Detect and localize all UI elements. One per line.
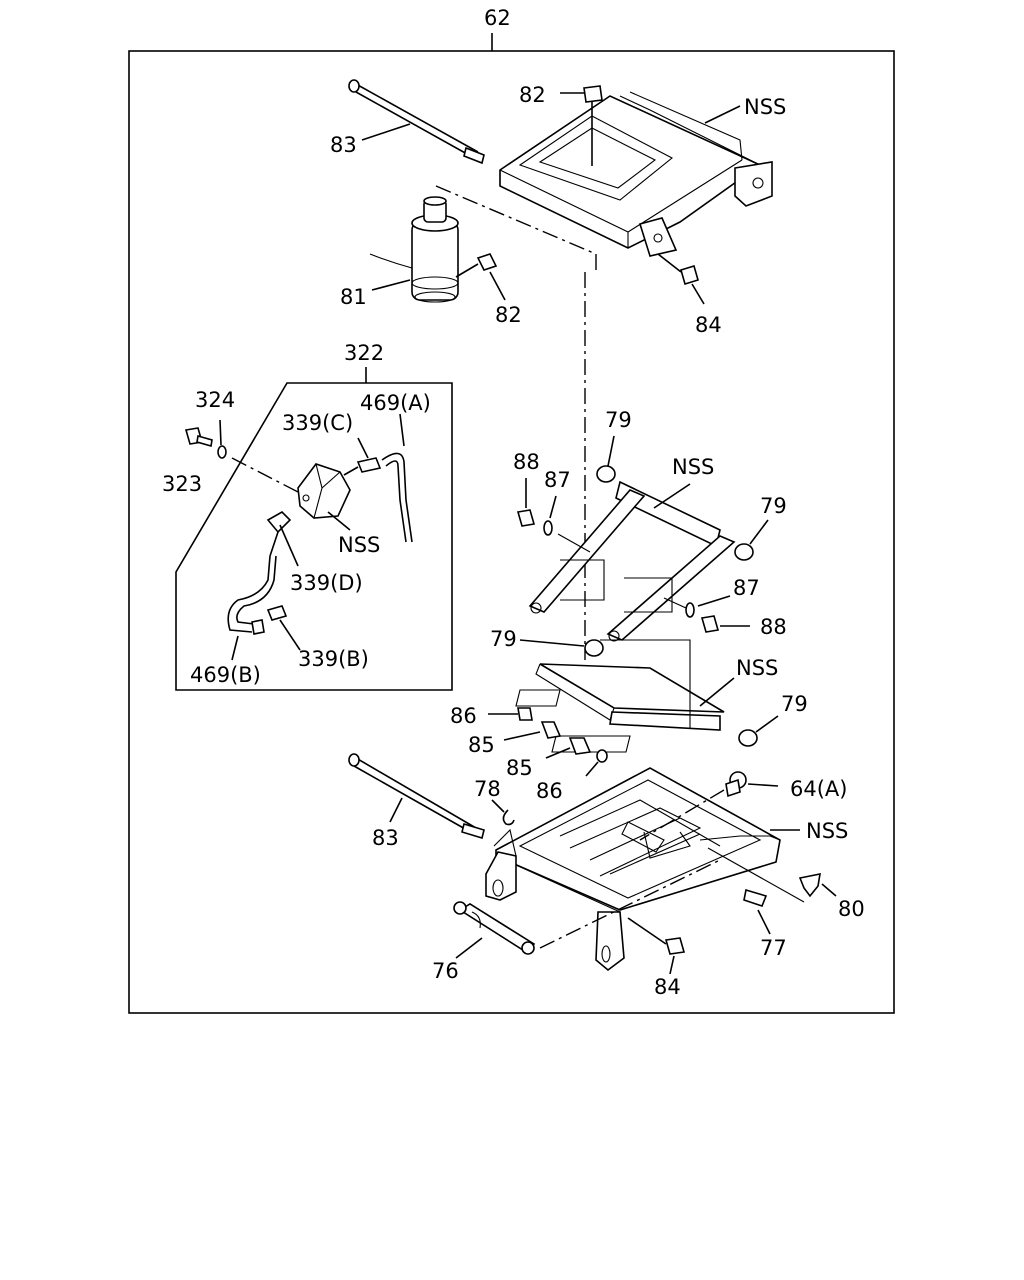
bolt-85-b — [568, 737, 592, 755]
part-79-c-label: 79 — [490, 627, 517, 651]
part-64a-label: 64(A) — [790, 777, 847, 801]
bushing-86-b — [596, 749, 608, 763]
washer-87-a — [543, 520, 553, 536]
part-88-a-label: 88 — [513, 450, 540, 474]
part-79-a-label: 79 — [605, 408, 632, 432]
hose-469a — [381, 452, 413, 543]
scissor-linkage — [515, 465, 758, 753]
part-469b-label: 469(B) — [190, 663, 261, 687]
knob-80 — [798, 872, 821, 898]
part-79-d-label: 79 — [781, 692, 808, 716]
part-339d-label: 339(D) — [290, 571, 363, 595]
subassembly-322-frame — [175, 382, 453, 691]
part-339b-label: 339(B) — [298, 647, 369, 671]
part-87-b-label: 87 — [733, 576, 760, 600]
bolt-85-a — [540, 721, 562, 739]
part-81-label: 81 — [340, 285, 367, 309]
part-86-b-label: 86 — [536, 779, 563, 803]
nss-valve-label: NSS — [338, 533, 380, 557]
control-valve — [297, 463, 351, 519]
clip-78 — [502, 809, 515, 826]
damper-76 — [453, 901, 536, 955]
part-323-label: 323 — [162, 472, 202, 496]
part-82-top-label: 82 — [519, 83, 546, 107]
hose-469b — [227, 555, 277, 635]
part-76-label: 76 — [432, 959, 459, 983]
part-83-top-label: 83 — [330, 133, 357, 157]
part-87-a-label: 87 — [544, 468, 571, 492]
subassembly-322-label: 322 — [344, 341, 384, 365]
part-83-bottom-label: 83 — [372, 826, 399, 850]
nut-82-top — [560, 85, 603, 103]
part-84-bottom-label: 84 — [654, 975, 681, 999]
assembly-frame — [128, 50, 895, 1014]
part-79-b-label: 79 — [760, 494, 787, 518]
nss-lower-link-label: NSS — [736, 656, 778, 680]
part-324-label: 324 — [195, 388, 235, 412]
fitting-339b — [266, 605, 288, 621]
part-86-a-label: 86 — [450, 704, 477, 728]
part-78-label: 78 — [474, 777, 501, 801]
washer-324 — [217, 445, 227, 459]
bolt-64a — [725, 771, 747, 798]
fitting-339c — [356, 457, 382, 473]
nss-base-label: NSS — [806, 819, 848, 843]
nut-88-a — [516, 509, 536, 527]
rod-83-top — [348, 79, 485, 165]
nss-scissor-label: NSS — [672, 455, 714, 479]
part-77-label: 77 — [760, 936, 787, 960]
rod-83-bottom — [348, 753, 485, 840]
nut-84-top — [680, 264, 699, 286]
base-frame — [485, 767, 781, 972]
pin-77 — [743, 888, 768, 907]
part-88-b-label: 88 — [760, 615, 787, 639]
air-spring-81 — [369, 196, 459, 303]
bolt-323 — [184, 427, 213, 448]
part-80-label: 80 — [838, 897, 865, 921]
part-469a-label: 469(A) — [360, 391, 431, 415]
nut-84-bottom — [664, 937, 686, 955]
part-339c-label: 339(C) — [282, 411, 353, 435]
part-84-top-label: 84 — [695, 313, 722, 337]
part-85-a-label: 85 — [468, 733, 495, 757]
upper-seat-frame — [499, 91, 773, 257]
nss-top-label: NSS — [744, 95, 786, 119]
elbow-339d — [266, 511, 292, 557]
part-85-b-label: 85 — [506, 756, 533, 780]
nut-82-mid — [476, 253, 498, 271]
nut-88-b — [700, 615, 720, 633]
bushing-86-a — [517, 707, 533, 721]
part-82-mid-label: 82 — [495, 303, 522, 327]
assembly-number-label: 62 — [484, 6, 511, 30]
washer-87-b — [685, 602, 695, 618]
